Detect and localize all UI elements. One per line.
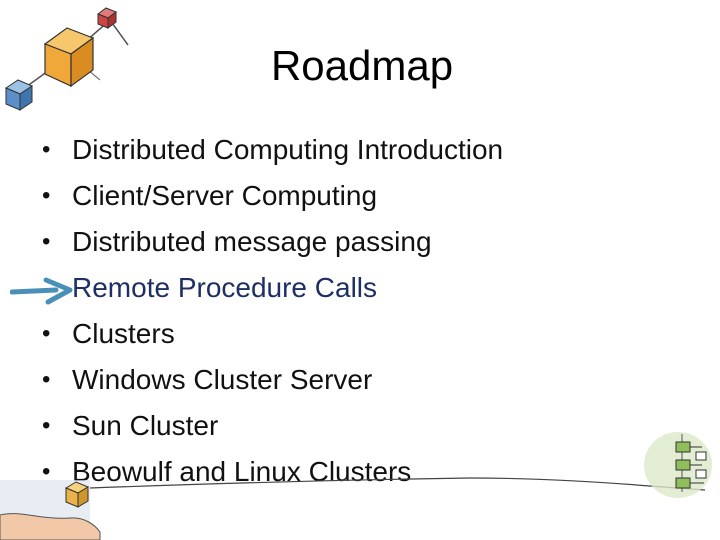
network-cubes-clipart (4, 7, 129, 111)
list-item-label: Client/Server Computing (72, 180, 378, 211)
list-item: • Distributed message passing (0, 226, 700, 266)
list-item-label: Distributed message passing (72, 226, 432, 257)
decorative-underline (89, 477, 706, 491)
list-item: • Windows Cluster Server (0, 364, 700, 404)
list-item: • Clusters (0, 318, 700, 358)
list-item: • Distributed Computing Introduction (0, 134, 700, 174)
flowchart-clipart (644, 432, 712, 498)
bullet-dot: • (42, 320, 51, 347)
bullet-dot: • (42, 228, 51, 255)
list-item-current: Remote Procedure Calls (0, 272, 700, 312)
slide-title: Roadmap (270, 42, 454, 89)
hand-holding-cube-clipart (0, 480, 101, 540)
list-item-label: Remote Procedure Calls (72, 272, 378, 303)
list-item-label: Beowulf and Linux Clusters (72, 456, 412, 487)
list-item-label: Sun Cluster (72, 410, 219, 441)
list-item-label: Windows Cluster Server (72, 364, 373, 395)
bullet-dot: • (42, 136, 51, 163)
bullet-dot: • (42, 458, 51, 485)
list-item-label: Clusters (72, 318, 175, 349)
bullet-dot: • (42, 412, 51, 439)
list-item: • Client/Server Computing (0, 180, 700, 220)
bullet-dot: • (42, 366, 51, 393)
list-item-label: Distributed Computing Introduction (72, 134, 504, 165)
right-arrow-icon (10, 277, 73, 305)
bullet-dot: • (42, 182, 51, 209)
list-item: • Beowulf and Linux Clusters (0, 456, 700, 496)
list-item: • Sun Cluster (0, 410, 700, 450)
